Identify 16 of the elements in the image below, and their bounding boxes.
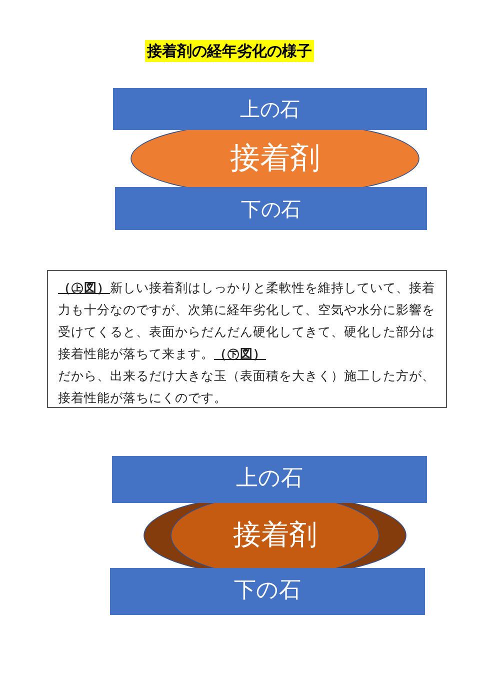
node-label: 接着剤 <box>230 142 320 175</box>
node-label: 接着剤 <box>233 520 317 551</box>
node-label: 下の石 <box>241 198 301 220</box>
node-label: 下の石 <box>234 579 301 604</box>
stone-block <box>115 187 427 230</box>
node-label: 上の石 <box>240 98 300 120</box>
stone-block <box>112 456 427 503</box>
stone-block <box>113 88 427 130</box>
paragraph: （㊤図）新しい接着剤はしっかりと柔軟性を維持していて、接着力も十分なのですが、次第に経年劣化して、空気や水分に影響を受けてくると、表面からだんだん硬化してきて、硬化した部分は接着性能が落ちて来ます。（㊦図） <box>58 279 436 363</box>
title-text: 接着剤の経年劣化の様子 <box>145 40 314 62</box>
adhesive-blob <box>170 503 380 568</box>
node-label: 上の石 <box>236 467 303 492</box>
adhesive-blob <box>130 130 420 187</box>
stone-block <box>110 568 425 615</box>
text-panel <box>47 270 447 408</box>
paragraph: だから、出来るだけ大きな玉（表面積を大きく）施工した方が、接着性能が落ちにくのです。 <box>58 367 436 407</box>
